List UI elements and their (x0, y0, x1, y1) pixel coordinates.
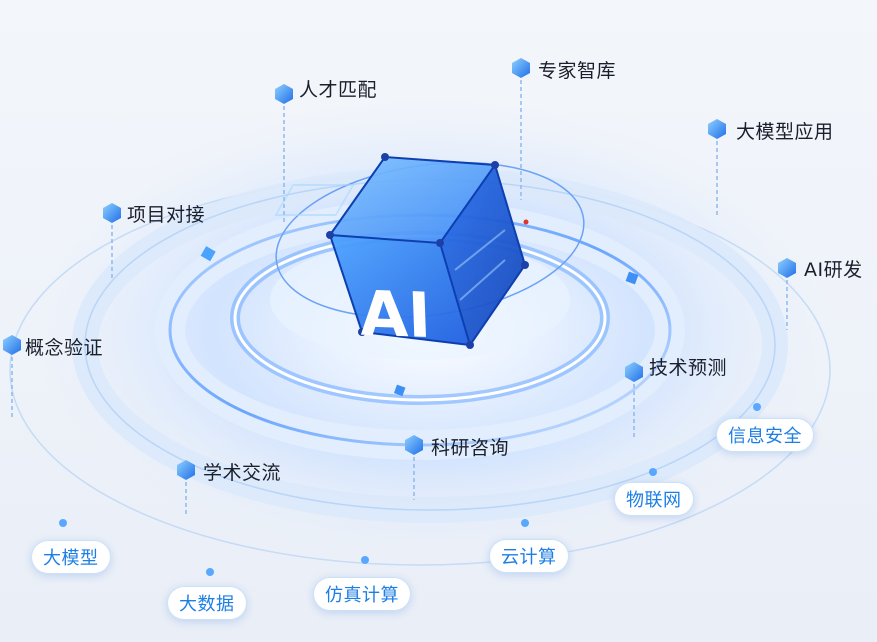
topic-large-model-application[interactable]: 大模型应用 (736, 117, 834, 144)
cube-ai-text: AI (359, 277, 433, 353)
topic-ai-rnd[interactable]: AI研发 (804, 255, 863, 282)
topic-expert-think-tank[interactable]: 专家智库 (538, 56, 616, 83)
topic-label: 学术交流 (203, 462, 282, 484)
orbit-dots (59, 403, 761, 576)
topic-label: 人才匹配 (299, 79, 378, 101)
topic-project-matching[interactable]: 项目对接 (127, 200, 205, 227)
floating-cube (393, 384, 406, 397)
topic-academic-exchange[interactable]: 学术交流 (203, 458, 281, 485)
tag-big-data[interactable]: 大数据 (167, 586, 247, 620)
floating-cube (200, 246, 216, 262)
red-dot (523, 219, 529, 225)
tag-large-model[interactable]: 大模型 (31, 540, 111, 574)
topic-technology-forecast[interactable]: 技术预测 (649, 353, 727, 380)
dashed-leader-lines (11, 80, 788, 515)
topic-research-consulting[interactable]: 科研咨询 (431, 433, 509, 460)
tag-information-security[interactable]: 信息安全 (716, 418, 814, 452)
tag-cloud-computing[interactable]: 云计算 (489, 539, 569, 573)
topic-label: 专家智库 (538, 60, 617, 82)
topic-proof-of-concept[interactable]: 概念验证 (25, 333, 103, 360)
topic-label: 技术预测 (649, 357, 728, 379)
tag-iot[interactable]: 物联网 (614, 482, 694, 516)
ai-cube: AI (274, 153, 529, 353)
topic-label: 科研咨询 (431, 437, 510, 459)
topic-talent-matching[interactable]: 人才匹配 (299, 75, 377, 102)
topic-label: AI研发 (804, 259, 863, 281)
topic-label: 大模型应用 (736, 121, 834, 143)
topic-label: 项目对接 (127, 204, 206, 226)
topic-gems (3, 58, 796, 480)
tag-simulation-computing[interactable]: 仿真计算 (313, 577, 411, 611)
topic-label: 概念验证 (25, 337, 104, 359)
floating-cube (625, 271, 639, 285)
